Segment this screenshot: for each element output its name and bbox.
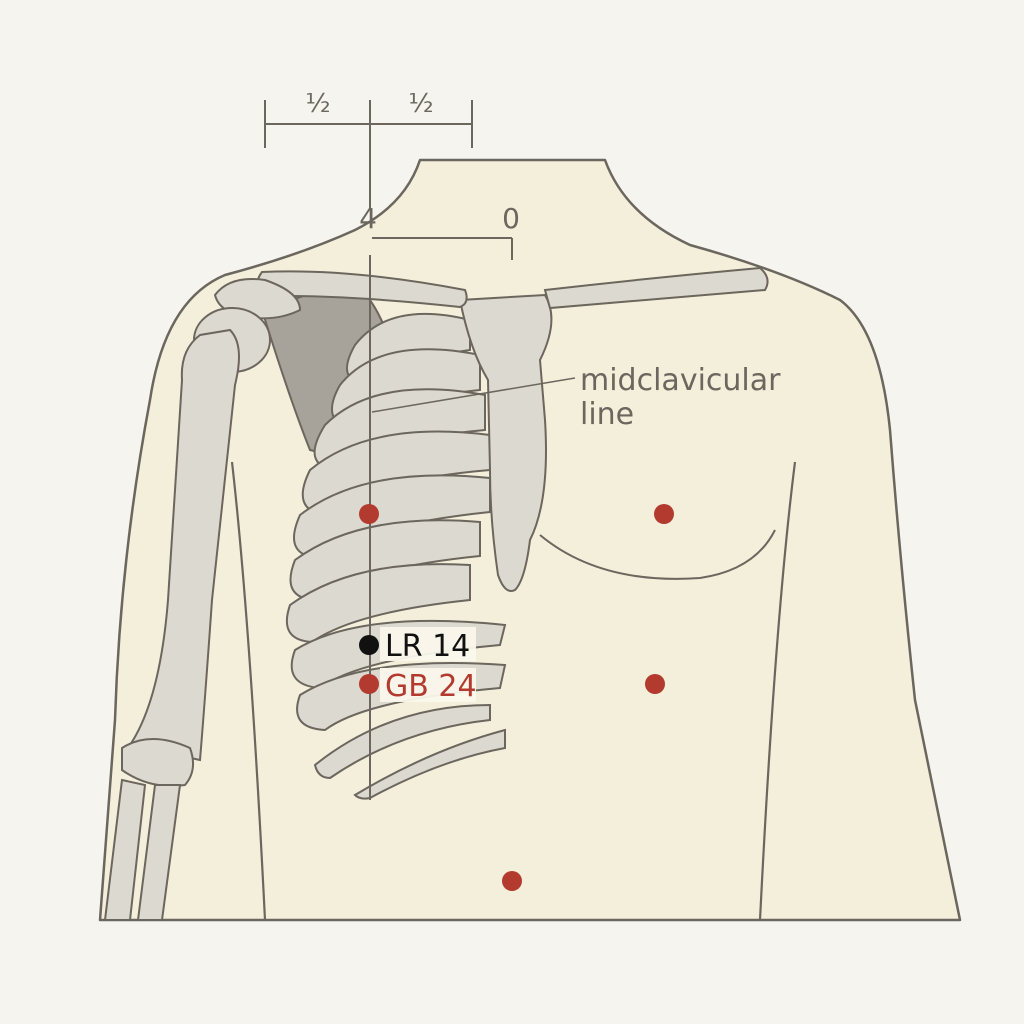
acupoint-dot-icon [359,504,379,524]
pectoral-line [539,529,776,580]
gb24-label-bg [380,668,476,702]
elbow-joint [121,738,195,787]
lr14-label: LR 14 [385,629,470,664]
right-arm-inner-line [758,461,797,921]
acupoint-dot-icon [502,871,522,891]
humerus [128,328,240,762]
gb24-dot-icon [359,674,379,694]
sternum [458,293,553,592]
ulna [136,784,182,921]
radius [103,778,147,921]
right-clavicle [543,266,769,310]
cun-measurement [264,100,513,260]
half-label-left: ½ [305,89,330,119]
cun-0-label: 0 [502,202,520,235]
acupoint-dot-icon [654,504,674,524]
annotation-leader [371,377,576,413]
half-label-right: ½ [408,89,433,119]
cun-4-label: 4 [359,202,377,235]
acupoint-dot-icon [645,674,665,694]
lr14-dot-icon [359,635,379,655]
lr14-label-bg [380,627,476,661]
gb24-label: GB 24 [385,669,477,704]
annotation-midclavicular: midclavicular [580,363,781,398]
left-arm-inner-line [230,461,267,921]
annotation-line: line [580,397,634,432]
